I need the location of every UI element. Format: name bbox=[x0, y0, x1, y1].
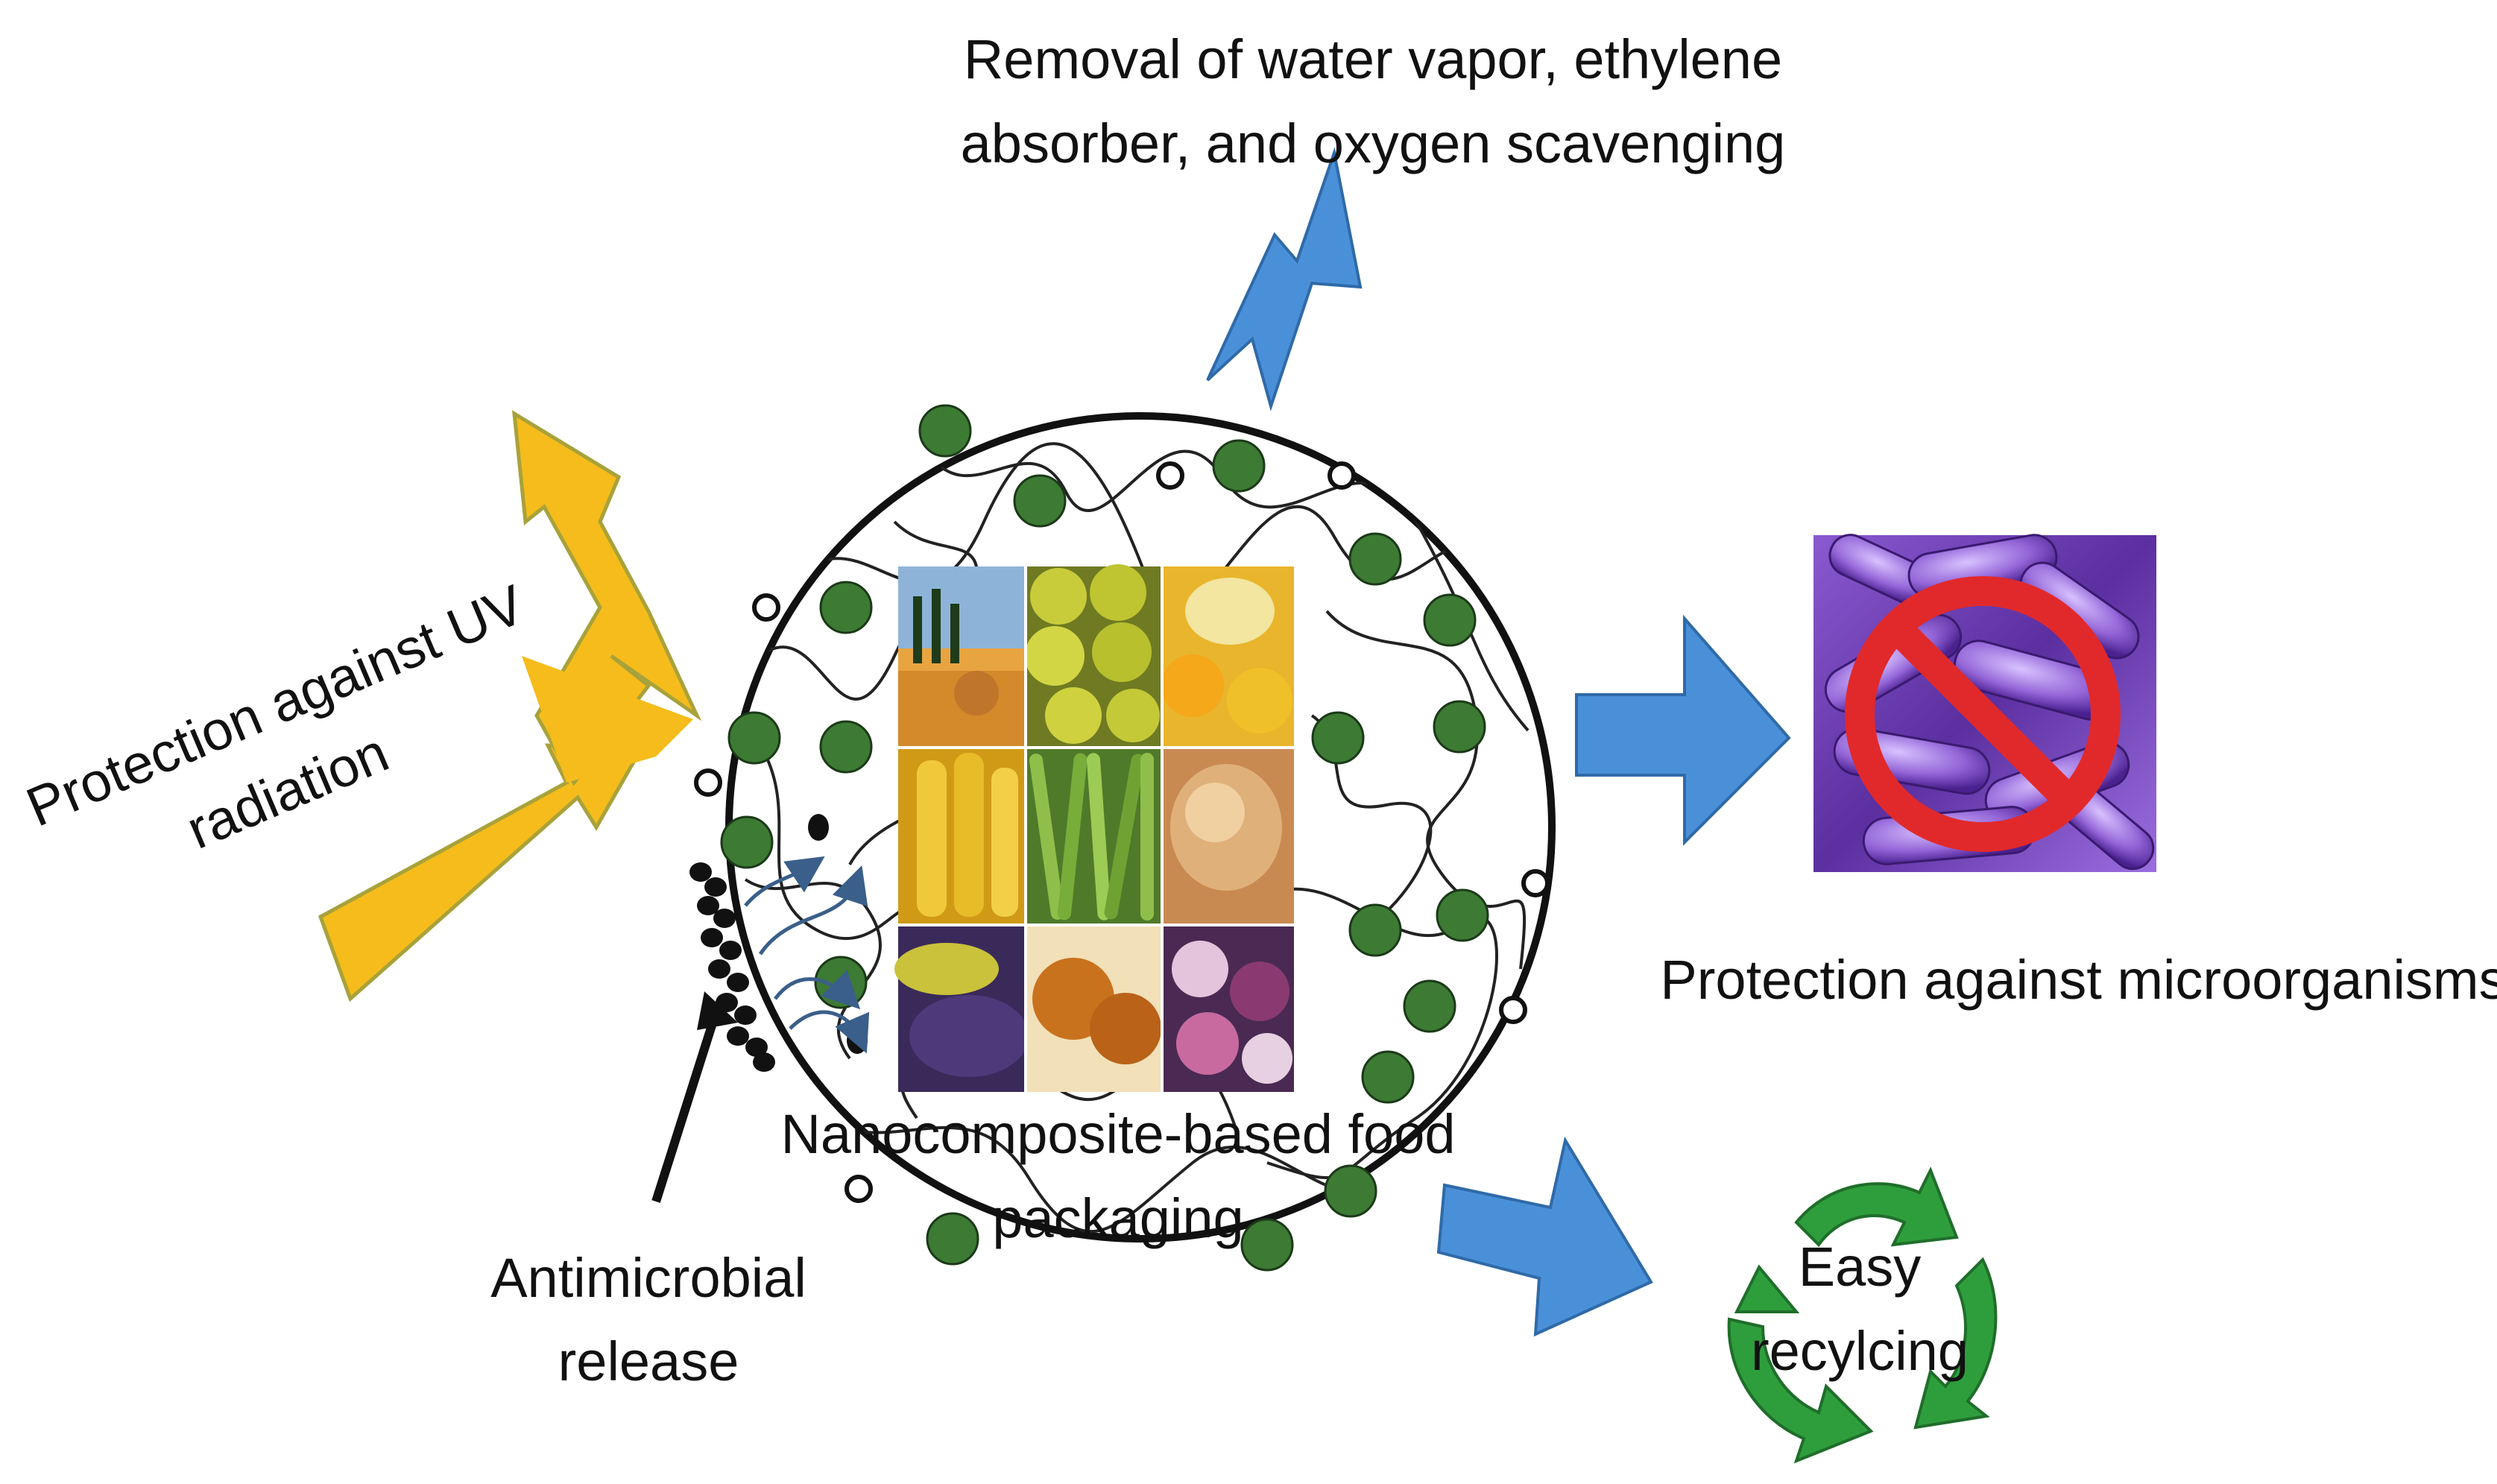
recycle-label-line2: recylcing bbox=[1751, 1320, 1969, 1382]
food-tile-berries bbox=[894, 926, 1029, 1092]
food-tile-corn bbox=[898, 749, 1025, 924]
removal-label-line1: Removal of water vapor, ethylene bbox=[964, 28, 1782, 90]
antimicrobial-label-line2: release bbox=[558, 1330, 739, 1392]
microorganism-arrow bbox=[1575, 614, 1791, 846]
food-tile-lemons bbox=[1025, 564, 1161, 747]
food-tile-melon-citrus bbox=[1161, 566, 1294, 747]
recycling-arrow bbox=[1436, 1136, 1653, 1337]
antimicrobial-pointer bbox=[651, 991, 738, 1203]
antimicrobial-particles bbox=[689, 814, 868, 1072]
uv-arrow-long bbox=[318, 743, 645, 1003]
prohibit-icon bbox=[1845, 576, 2121, 852]
food-tile-field-landscape bbox=[898, 566, 1025, 747]
uv-arrow-upper bbox=[522, 656, 693, 783]
nanoparticles bbox=[720, 404, 1489, 1272]
food-tile-onions bbox=[1027, 926, 1161, 1092]
food-tile-green-beans bbox=[1027, 749, 1161, 924]
food-tile-fruit-mix bbox=[1164, 926, 1294, 1092]
oxygen-molecules bbox=[694, 461, 1550, 1203]
recycle-icon bbox=[1727, 1166, 1998, 1464]
release-arrows bbox=[744, 856, 870, 1054]
microorganisms-label: Protection against microorganisms bbox=[1660, 949, 2497, 1011]
recycle-label-line1: Easy bbox=[1799, 1236, 1922, 1298]
food-collage-image bbox=[894, 564, 1294, 1092]
lightning-bolt-icon bbox=[1206, 147, 1363, 411]
food-tile-bread bbox=[1164, 749, 1294, 924]
removal-label-line2: absorber, and oxygen scavenging bbox=[961, 113, 1786, 174]
center-label-line1: Nanocomposite-based food bbox=[780, 1103, 1455, 1165]
uv-protection-arrows bbox=[318, 410, 702, 1003]
packaging-circle bbox=[689, 404, 1556, 1272]
antimicrobial-label-line1: Antimicrobial bbox=[490, 1247, 806, 1309]
center-label-line2: packaging bbox=[992, 1187, 1243, 1249]
